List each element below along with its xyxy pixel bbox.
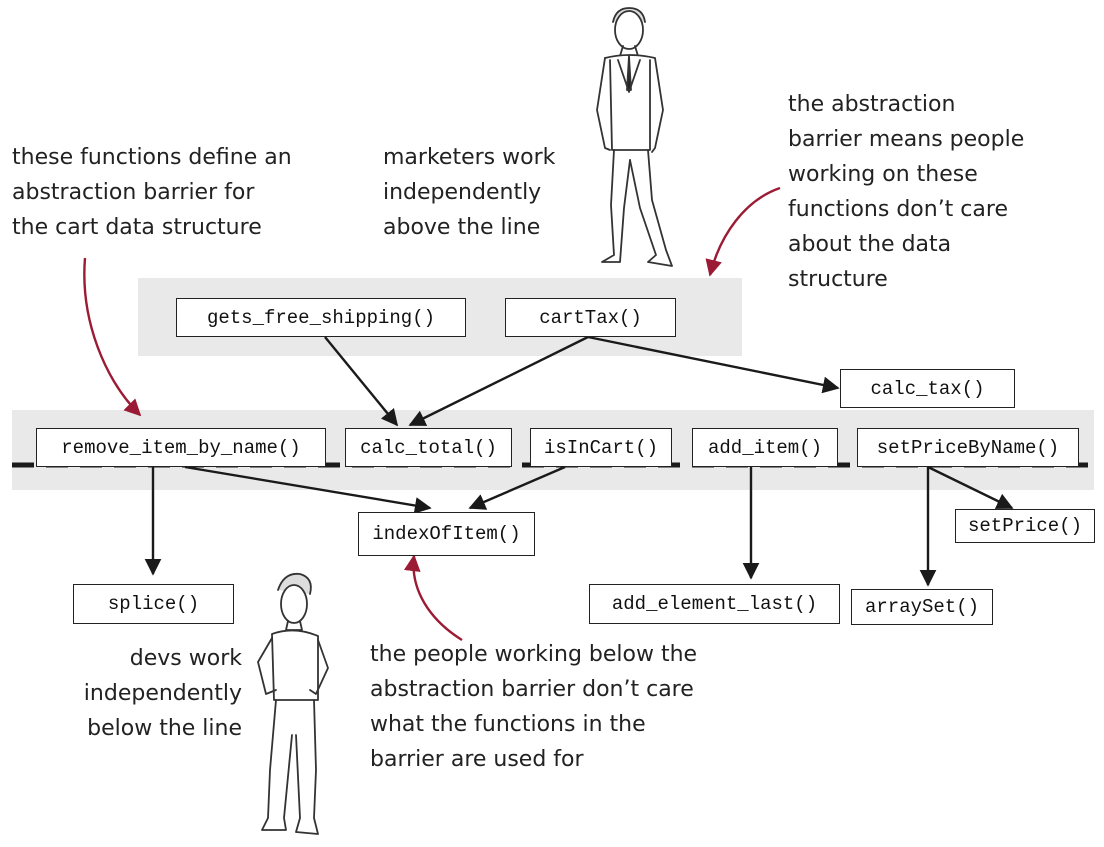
- note-abstraction-top: the abstraction barrier means people wor…: [788, 92, 1025, 292]
- carttax-box: cartTax(): [505, 298, 676, 337]
- add-element-last-box: add_element_last(): [589, 584, 840, 624]
- note-devs: devs work independently below the line: [83, 646, 242, 741]
- gets-free-shipping-box: gets_free_shipping(): [176, 298, 466, 337]
- arrayset-box: arraySet(): [851, 589, 993, 625]
- annotation-arrow-bottom: [403, 554, 463, 642]
- note-abstraction-bottom: the people working below the abstraction…: [370, 642, 698, 772]
- setprice-box: setPrice(): [955, 509, 1095, 543]
- calc-tax-box: calc_tax(): [840, 369, 1015, 408]
- splice-box: splice(): [73, 584, 234, 624]
- remove-item-by-name-box: remove_item_by_name(): [36, 428, 326, 467]
- calc-total-box: calc_total(): [345, 428, 512, 467]
- note-marketers: marketers work independently above the l…: [383, 145, 556, 240]
- marketer-figure: [596, 7, 673, 267]
- arrow-carttax-to-calc-tax: [587, 335, 840, 394]
- arrow-gets-free-shipping-to-calc-total: [324, 336, 399, 427]
- arrow-isincart-to-indexofitem: [468, 465, 566, 510]
- add-item-box: add_item(): [692, 428, 838, 467]
- annotation-arrow-top: [705, 186, 781, 277]
- arrow-carttax-to-calc-total: [408, 335, 589, 427]
- annotation-arrow-barrier: [83, 257, 142, 417]
- note-barrier-definition: these functions define an abstraction ba…: [12, 145, 292, 240]
- developer-figure: [257, 572, 329, 835]
- arrow-remove-item-to-indexofitem: [184, 465, 432, 514]
- arrow-setpricebyname-to-setprice: [927, 465, 1014, 510]
- setpricebyname-box: setPriceByName(): [857, 428, 1079, 467]
- isincart-box: isInCart(): [530, 428, 672, 467]
- indexofitem-box: indexOfItem(): [358, 512, 535, 556]
